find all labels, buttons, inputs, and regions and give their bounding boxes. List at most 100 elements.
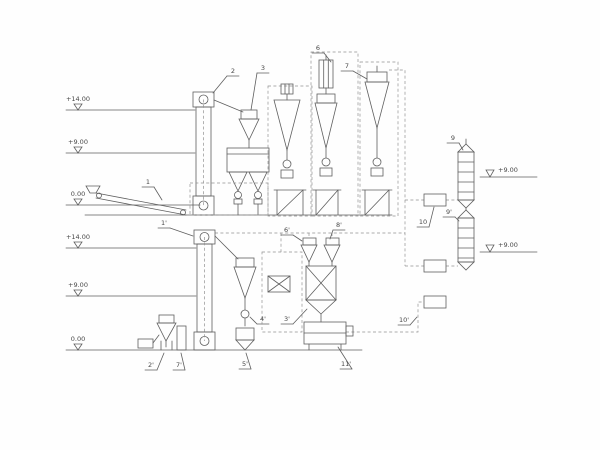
mixer	[303, 321, 354, 351]
fan-icon	[423, 295, 447, 309]
elevation-marker: +14.00	[65, 95, 196, 111]
label-cleaner: 3	[250, 64, 270, 111]
svg-text:5': 5'	[242, 360, 248, 368]
dashed-enclosure	[261, 251, 303, 333]
svg-text:3: 3	[261, 64, 265, 72]
elevation-label: 0.00	[71, 190, 85, 198]
dashed-enclosure	[310, 51, 359, 217]
cyclone-cone-icon	[156, 322, 177, 342]
belt-conveyor	[85, 185, 187, 216]
label-tube-lower: 9'	[442, 208, 460, 222]
rotary-valve-icon	[321, 157, 331, 167]
cyclone-cone-icon	[233, 266, 257, 300]
label-conveyor: 1	[141, 178, 163, 201]
dashed-enclosure	[359, 61, 399, 217]
svg-text:2': 2'	[148, 361, 154, 369]
svg-text:2: 2	[231, 67, 235, 75]
hopper-cone-icon	[314, 102, 338, 149]
svg-text:1': 1'	[161, 219, 167, 227]
label-cyclone-4: 4'	[249, 315, 270, 325]
label-filter: 6	[311, 44, 332, 63]
boot-pulley-icon	[198, 200, 209, 211]
rotary-valve-icon	[372, 157, 382, 167]
label-cyclone-6: 6'	[280, 226, 303, 242]
elevation-marker: 0.00	[65, 190, 201, 206]
label-hopper-5: 5'	[238, 352, 252, 370]
elevation-label: +14.00	[66, 233, 90, 241]
svg-text:4': 4'	[260, 315, 266, 323]
elevation-label: +9.00	[68, 281, 88, 289]
elevation-triangle-icon	[73, 343, 83, 351]
svg-text:10': 10'	[399, 316, 409, 324]
label-tube-upper: 9	[446, 134, 464, 151]
elevation-triangle-icon	[73, 198, 83, 206]
svg-text:7': 7'	[176, 361, 182, 369]
pulley-icon	[180, 209, 186, 216]
label-cyclone: 7	[340, 62, 368, 80]
label-elevator-lower: 1'	[157, 219, 194, 237]
weigh-bin	[304, 265, 338, 323]
label-mixer: 11'	[337, 346, 353, 370]
elevation-label: 0.00	[71, 335, 85, 343]
process-line-c	[359, 61, 399, 217]
svg-text:9': 9'	[446, 208, 452, 216]
elevation-markers-right: +9.00 +9.00	[479, 166, 538, 253]
rotary-valve-icon	[240, 309, 250, 319]
elevation-triangle-icon	[73, 289, 83, 297]
elevation-label: +9.00	[498, 241, 518, 249]
svg-text:10: 10	[419, 218, 427, 226]
dust-unit	[137, 314, 187, 351]
bucket-elevator-upper	[192, 91, 244, 216]
fan-units	[423, 193, 447, 309]
cleaner-cyclone	[238, 109, 260, 149]
elevation-triangle-icon	[73, 241, 83, 249]
hopper-cone-icon	[273, 99, 301, 152]
process-line-a	[267, 83, 313, 217]
feed-hopper-icon	[85, 185, 101, 194]
head-pulley-icon	[199, 232, 210, 242]
elevation-marker: +9.00	[479, 241, 538, 253]
bucket-elevator-lower	[193, 229, 239, 351]
svg-text:9: 9	[451, 134, 455, 142]
elevation-marker: 0.00	[65, 335, 363, 351]
elevation-label: +9.00	[498, 166, 518, 174]
rotary-valve-icon	[282, 159, 292, 169]
cyclone-top-icon	[366, 71, 388, 83]
filter-icon	[280, 83, 294, 95]
elevation-label: +14.00	[66, 95, 90, 103]
elevation-marker: +9.00	[65, 281, 197, 297]
svg-text:7: 7	[345, 62, 349, 70]
cyclone-cone-icon	[364, 81, 390, 130]
fan-icon	[423, 259, 447, 273]
cyclone-6	[300, 237, 318, 267]
elevation-marker: +14.00	[65, 233, 197, 249]
elevation-markers-left-lower: +14.00 +9.00 0.00	[65, 233, 363, 351]
elevation-marker: +9.00	[65, 138, 196, 154]
tube-magnet-lower	[457, 207, 475, 271]
svg-text:6: 6	[316, 44, 320, 52]
process-line-b	[310, 51, 359, 217]
sifter-unit	[261, 251, 303, 333]
pulley-icon	[96, 192, 102, 199]
elevation-triangle-icon	[73, 103, 83, 111]
svg-text:11': 11'	[341, 360, 351, 368]
svg-text:8': 8'	[336, 221, 342, 229]
discharge-spout	[213, 99, 244, 113]
label-cyclone-8: 8'	[329, 221, 346, 240]
rotary-valve-icon	[234, 191, 242, 199]
label-elevator-upper: 2	[212, 67, 240, 94]
discharge-spout	[214, 235, 239, 260]
bag-filter-icon	[318, 59, 334, 89]
label-fan-lower: 10'	[397, 316, 418, 326]
dashed-enclosure	[267, 85, 313, 217]
duct-icon	[176, 325, 187, 351]
elevation-marker: +9.00	[479, 166, 538, 178]
elevation-triangle-icon	[485, 244, 495, 253]
fan-icon	[137, 338, 154, 349]
elevation-label: +9.00	[68, 138, 88, 146]
label-weigh-bin: 3'	[280, 308, 308, 325]
motor-icon	[345, 325, 354, 337]
cyclone-4	[233, 257, 257, 327]
head-pulley-icon	[198, 94, 209, 105]
